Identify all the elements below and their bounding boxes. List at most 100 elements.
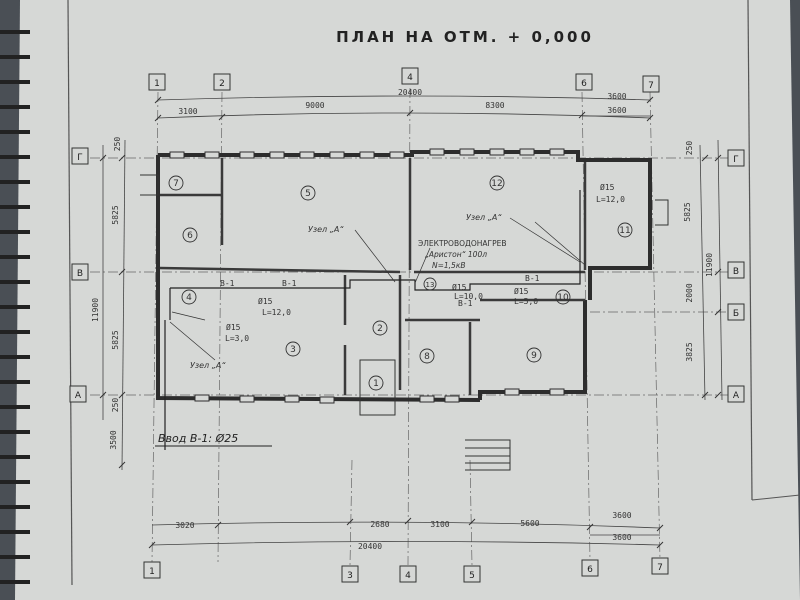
pipe-marker: В-1 <box>220 279 235 288</box>
dimension-left-segment: 5825 <box>111 205 120 224</box>
pipe-diameter: Ø15 <box>514 286 529 296</box>
axis-label: 7 <box>648 81 654 91</box>
wall-north <box>158 150 652 300</box>
pipe-diameter: Ø15 <box>452 282 467 292</box>
room-number: 10 <box>557 293 569 303</box>
node-callout: Узел „А“ <box>308 225 344 234</box>
axis-label: 7 <box>657 563 663 573</box>
dimension-left-segment: 5825 <box>111 330 120 349</box>
dimension-top-extra: 3600 <box>607 106 626 115</box>
axis-label: Г <box>733 155 739 165</box>
building-walls <box>156 150 652 402</box>
room-number: 3 <box>290 345 296 355</box>
pipe-length: L=5,0 <box>514 297 538 306</box>
drawing-title: ПЛАН НА ОТМ. + 0,000 <box>336 28 594 46</box>
dimension-top-segment: 8300 <box>485 101 504 110</box>
axis-label: 6 <box>581 79 587 89</box>
axis-label: Г <box>77 153 83 163</box>
axis-label: 3 <box>347 571 353 581</box>
axis-label: 5 <box>469 571 475 581</box>
room-number: 6 <box>187 231 193 241</box>
dimension-bottom-segment: 3100 <box>430 520 449 529</box>
interior-walls <box>159 158 587 395</box>
spiral-binding <box>0 30 30 584</box>
dimension-right-segment: 2000 <box>685 283 694 302</box>
node-callout: Узел „А“ <box>466 213 502 222</box>
dimension-right-segment: 5825 <box>683 202 692 221</box>
dimension-bottom-segment: 5600 <box>520 519 539 528</box>
pipe-marker: В-1 <box>525 274 540 283</box>
paper-sheet <box>15 0 800 600</box>
axis-label: В <box>733 267 739 277</box>
pipe-diameter: Ø15 <box>226 322 241 332</box>
pipe-marker: В-1 <box>458 299 473 308</box>
axis-label: А <box>733 391 740 401</box>
windows-south <box>194 388 565 404</box>
dimension-left-total: 11900 <box>91 298 100 322</box>
axis-label: 4 <box>405 571 411 581</box>
dimension-bottom-segment: 3020 <box>175 521 194 530</box>
wall-south-east <box>478 300 587 400</box>
axis-label: 4 <box>407 73 413 83</box>
dimension-top-segment: 3100 <box>178 107 197 116</box>
pipe-diameter: Ø15 <box>258 296 273 306</box>
leader-lines <box>169 217 586 361</box>
dimension-top-segment: 9000 <box>305 101 324 110</box>
frame-line-right <box>747 0 753 501</box>
room-number: 7 <box>173 179 179 189</box>
axis-label: 6 <box>587 565 593 575</box>
pipe-diameter: Ø15 <box>600 182 615 192</box>
dimension-top-total: 20400 <box>398 88 422 97</box>
dimension-bottom-segment: 3600 <box>612 511 631 520</box>
axis-label: Б <box>733 309 739 319</box>
room-number: 12 <box>491 179 502 189</box>
water-heater-label: ЭЛЕКТРОВОДОНАГРЕВ <box>418 239 507 248</box>
room-number: 8 <box>424 352 430 362</box>
dimension-bottom-extra: 3600 <box>612 533 631 542</box>
room-number: 5 <box>305 189 311 199</box>
axis-label: А <box>75 391 82 401</box>
water-pipe-lines <box>164 190 581 450</box>
dimension-right-segment: 250 <box>685 141 694 156</box>
room-circles <box>168 175 633 391</box>
pipe-length: L=3,0 <box>225 334 249 343</box>
wall-west-south <box>156 155 481 402</box>
water-inlet-note: Ввод В-1: Ø25 <box>158 432 238 445</box>
axis-markers-top <box>148 67 660 93</box>
frame-line-left <box>67 0 73 586</box>
room-number: 4 <box>186 293 192 303</box>
axis-label: 1 <box>154 79 160 89</box>
entrance-porch <box>140 174 669 471</box>
axis-label: 2 <box>219 79 225 89</box>
axis-label: 1 <box>149 567 155 577</box>
water-heater-model: „Аристон“ 100л <box>425 250 487 259</box>
node-callout: Узел „А“ <box>190 361 226 370</box>
room-number: 1 <box>373 379 379 389</box>
dimension-ticks <box>99 96 722 549</box>
water-heater-power: N=1,5кВ <box>432 261 466 270</box>
axis-markers-left <box>69 147 89 403</box>
dimension-right-segment: 3825 <box>685 342 694 361</box>
dimension-left-segment: 3500 <box>109 430 118 449</box>
dimension-left-segment: 250 <box>113 137 122 152</box>
axis-markers-bottom <box>143 557 669 583</box>
windows-north <box>169 148 565 159</box>
pipe-marker: В-1 <box>282 279 297 288</box>
room-number: 11 <box>619 226 630 236</box>
room-number: 9 <box>531 351 537 361</box>
axis-markers-right <box>727 149 745 403</box>
axis-label: В <box>77 269 83 279</box>
pipe-length: L=10,0 <box>454 292 483 301</box>
frame-line-title <box>751 494 800 501</box>
dimension-right-total: 11900 <box>705 253 714 277</box>
dimension-top-segment: 3600 <box>607 92 626 101</box>
pipe-length: L=12,0 <box>262 308 291 317</box>
room-number: 2 <box>377 324 383 334</box>
dimension-bottom-total: 20400 <box>358 542 382 551</box>
dimension-bottom-segment: 2680 <box>370 520 389 529</box>
room-number: 13 <box>426 281 435 289</box>
dimension-left-segment: 250 <box>111 398 120 413</box>
pipe-length: L=12,0 <box>596 195 625 204</box>
